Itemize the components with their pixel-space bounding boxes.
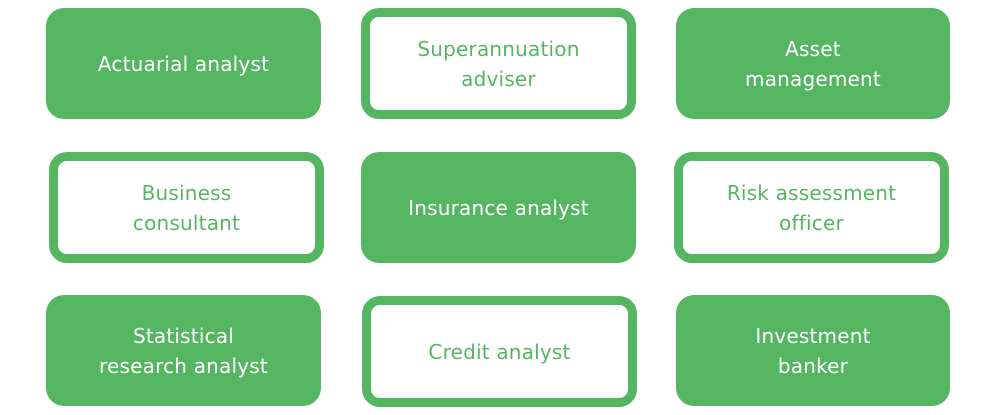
tile-credit-analyst: Credit analyst [362,296,637,407]
tile-label: Business consultant [132,180,241,235]
tile-superannuation-adviser: Superannuation adviser [361,8,636,119]
tile-investment-banker: Investment banker [676,295,950,406]
tile-label: Superannuation adviser [417,36,580,91]
tile-label: Credit analyst [428,339,571,364]
tile-actuarial-analyst: Actuarial analyst [46,8,321,119]
tile-label: Statistical research analyst [99,323,268,378]
tile-asset-management: Asset management [676,8,950,119]
tile-label: Actuarial analyst [97,51,270,76]
tile-label: Risk assessment officer [726,180,897,235]
tile-business-consultant: Business consultant [49,152,324,263]
tile-label: Investment banker [755,323,871,378]
tile-statistical-research-analyst: Statistical research analyst [46,295,321,406]
tile-label: Insurance analyst [408,195,589,220]
tile-insurance-analyst: Insurance analyst [361,152,636,263]
tile-label: Asset management [745,36,881,91]
tile-risk-assessment-officer: Risk assessment officer [674,152,949,263]
